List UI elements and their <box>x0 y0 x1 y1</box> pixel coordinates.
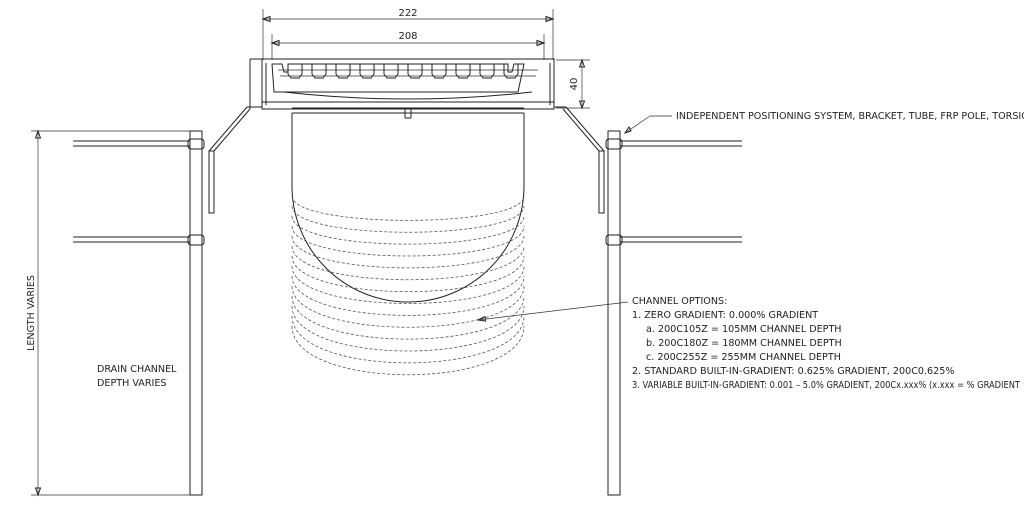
depth-arc <box>291 235 525 269</box>
depth-arc <box>291 215 525 245</box>
depth-arc <box>291 285 525 328</box>
grate-slot <box>383 64 399 79</box>
depth-arc <box>291 265 525 304</box>
grate-frame <box>261 58 555 119</box>
channel-option-line: b. 200C180Z = 180MM CHANNEL DEPTH <box>646 338 842 349</box>
depth-arc <box>291 275 525 316</box>
channel-body <box>291 113 525 376</box>
channel-option-line: a. 200C105Z = 105MM CHANNEL DEPTH <box>646 324 842 335</box>
channel-option-line: 2. STANDARD BUILT-IN-GRADIENT: 0.625% GR… <box>632 366 954 377</box>
depth-arc <box>291 245 525 281</box>
depth-label-line1: DRAIN CHANNEL <box>97 364 177 375</box>
grate-slot <box>431 64 447 79</box>
depth-arc <box>291 315 525 364</box>
channel-options-title: CHANNEL OPTIONS: <box>632 296 727 307</box>
dimension-222: 222 <box>261 8 555 60</box>
grate-slot <box>503 64 519 79</box>
positioning-system-label: INDEPENDENT POSITIONING SYSTEM, BRACKET,… <box>676 111 1024 122</box>
positioning-leader: INDEPENDENT POSITIONING SYSTEM, BRACKET,… <box>623 111 1024 134</box>
left-support <box>73 58 262 496</box>
channel-options-notes: CHANNEL OPTIONS: 1. ZERO GRADIENT: 0.000… <box>632 296 1020 391</box>
depth-arc <box>291 325 525 376</box>
depth-label-line2: DEPTH VARIES <box>97 378 167 389</box>
dimension-208: 208 <box>270 31 546 60</box>
length-dimension: LENGTH VARIES <box>26 129 190 497</box>
grate-slot <box>407 64 423 79</box>
channel-options-leader <box>476 301 629 322</box>
depth-arc <box>291 305 525 352</box>
depth-arc <box>291 205 525 233</box>
channel-option-line: 1. ZERO GRADIENT: 0.000% GRADIENT <box>632 310 818 321</box>
grate-slot <box>359 64 375 79</box>
length-varies-label: LENGTH VARIES <box>26 275 37 351</box>
grate-slot <box>479 64 495 79</box>
right-support <box>554 106 742 496</box>
channel-option-line: c. 200C255Z = 255MM CHANNEL DEPTH <box>646 352 841 363</box>
dimension-208-label: 208 <box>398 31 417 42</box>
channel-depth-arcs <box>291 195 525 376</box>
grate-slot <box>311 64 327 79</box>
dimension-40-label: 40 <box>569 78 580 91</box>
grate-slot <box>335 64 351 79</box>
grate-slot <box>287 64 303 79</box>
dimension-222-label: 222 <box>398 8 417 19</box>
grate-slot <box>455 64 471 79</box>
depth-arc <box>291 255 525 292</box>
channel-option-line: 3. VARIABLE BUILT-IN-GRADIENT: 0.001 – 5… <box>632 380 1020 391</box>
grate-slots <box>287 64 519 79</box>
dimension-40: 40 <box>556 58 590 110</box>
depth-arc <box>291 195 525 221</box>
depth-arc <box>291 225 525 257</box>
